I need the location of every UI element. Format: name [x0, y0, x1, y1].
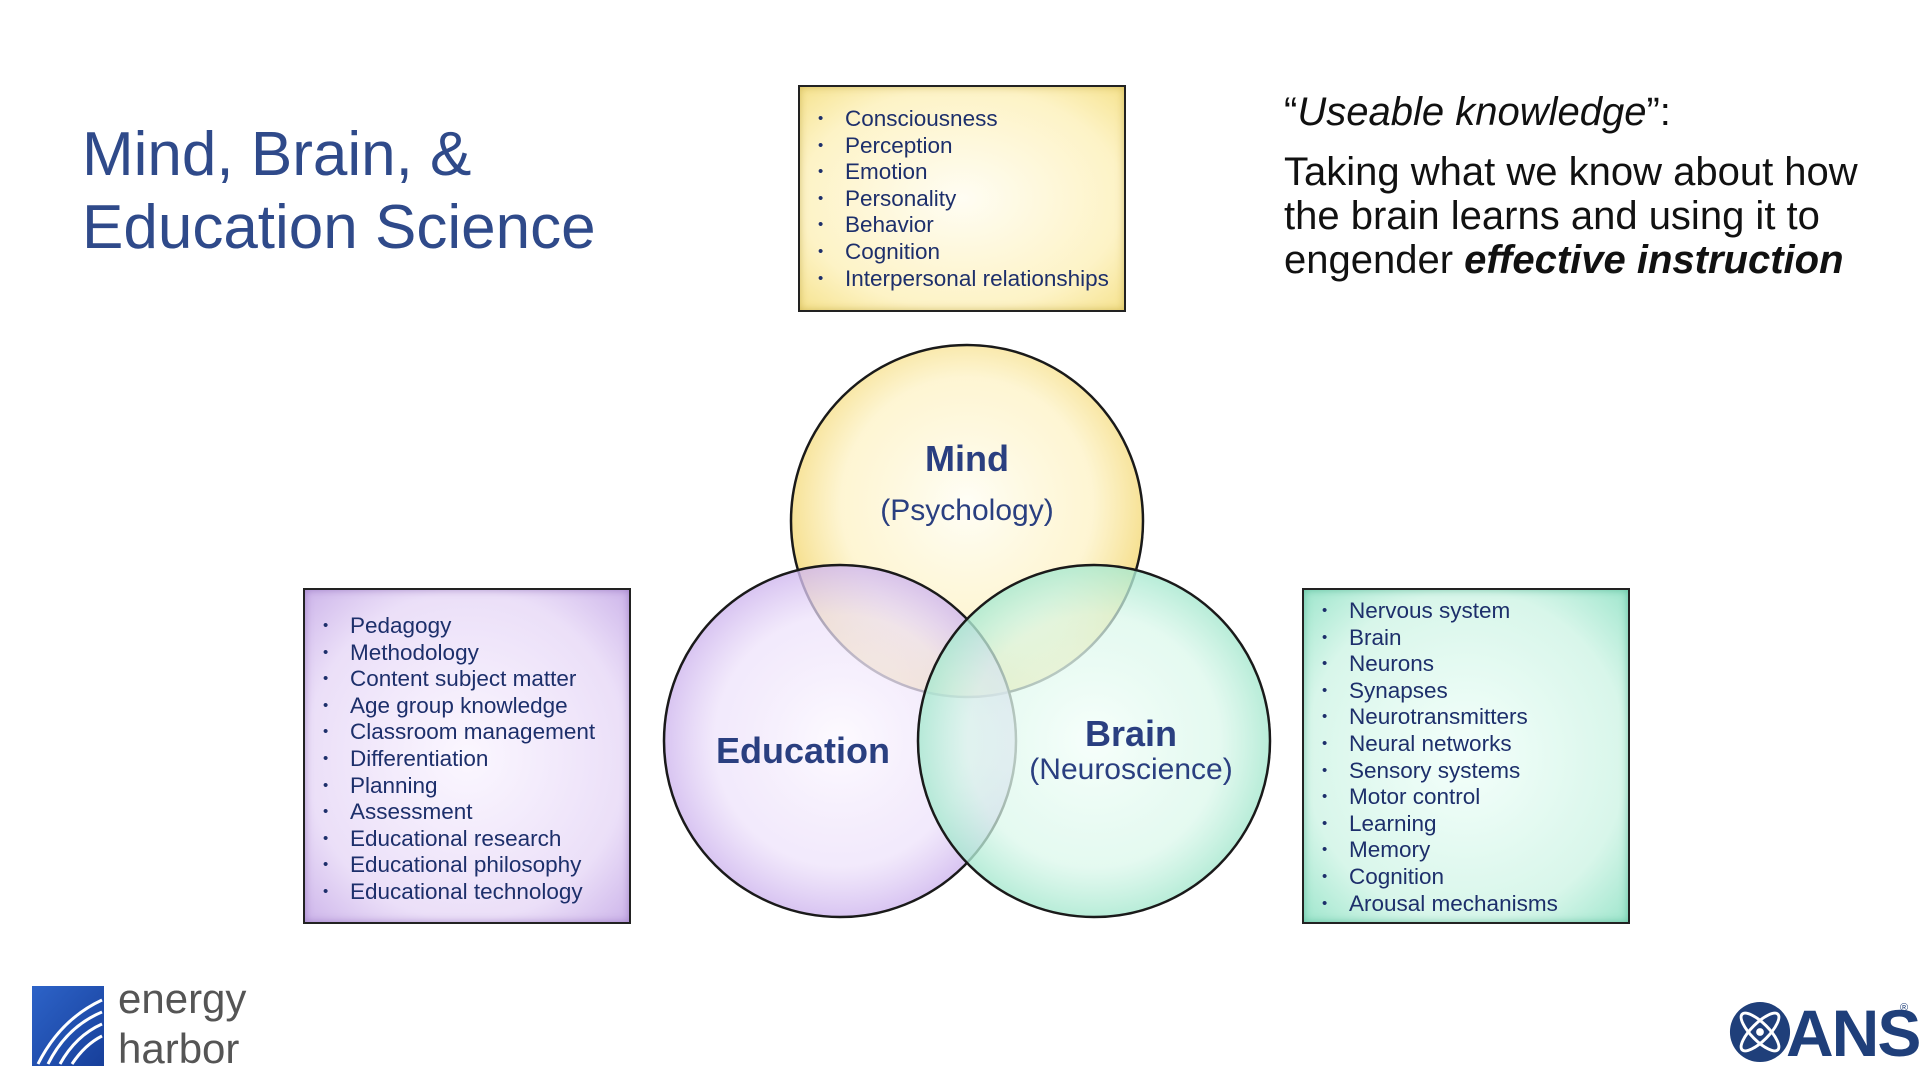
quote-term: Useable knowledge [1297, 90, 1647, 134]
list-item: Neural networks [1304, 731, 1628, 758]
list-item: Synapses [1304, 678, 1628, 705]
mind-topics-box: Consciousness Perception Emotion Persona… [798, 85, 1126, 312]
list-item: Cognition [1304, 864, 1628, 891]
brain-topics-list: Nervous system Brain Neurons Synapses Ne… [1304, 598, 1628, 917]
list-item: Differentiation [305, 746, 629, 773]
energy-harbor-wordmark: energy harbor [118, 974, 246, 1074]
quote-body: Taking what we know about how the brain … [1284, 150, 1884, 282]
quote-emphasis: effective instruction [1464, 238, 1844, 282]
list-item: Neurotransmitters [1304, 704, 1628, 731]
list-item: Behavior [800, 212, 1124, 239]
registered-mark: ® [1900, 1002, 1909, 1014]
list-item: Educational philosophy [305, 852, 629, 879]
list-item: Emotion [800, 159, 1124, 186]
list-item: Personality [800, 186, 1124, 213]
education-topics-list: Pedagogy Methodology Content subject mat… [305, 613, 629, 906]
slide-title: Mind, Brain, & Education Science [82, 118, 596, 264]
title-line-2: Education Science [82, 193, 596, 262]
atom-icon [1729, 1001, 1791, 1063]
quote-heading: “Useable knowledge”: [1284, 88, 1884, 136]
list-item: Interpersonal relationships [800, 266, 1124, 293]
list-item: Motor control [1304, 784, 1628, 811]
mind-label: Mind [925, 438, 1009, 479]
list-item: Pedagogy [305, 613, 629, 640]
list-item: Neurons [1304, 651, 1628, 678]
wordmark-line-2: harbor [118, 1025, 240, 1072]
education-label: Education [715, 730, 891, 771]
list-item: Planning [305, 773, 629, 800]
brain-circle [916, 563, 1272, 919]
list-item: Content subject matter [305, 666, 629, 693]
list-item: Classroom management [305, 719, 629, 746]
title-line-1: Mind, Brain, & [82, 120, 472, 189]
list-item: Arousal mechanisms [1304, 891, 1628, 918]
list-item: Memory [1304, 837, 1628, 864]
brain-topics-box: Nervous system Brain Neurons Synapses Ne… [1302, 588, 1630, 924]
brain-sublabel: (Neuroscience) [1029, 753, 1233, 786]
list-item: Nervous system [1304, 598, 1628, 625]
quote-close-mark: ”: [1646, 90, 1671, 134]
mind-sublabel: (Psychology) [880, 494, 1054, 527]
list-item: Methodology [305, 640, 629, 667]
list-item: Educational technology [305, 879, 629, 906]
quote-body-text: Taking what we know about how the brain … [1284, 150, 1858, 282]
quote-open-mark: “ [1284, 90, 1298, 134]
list-item: Consciousness [800, 106, 1124, 133]
list-item: Age group knowledge [305, 693, 629, 720]
list-item: Educational research [305, 826, 629, 853]
wordmark-line-1: energy [118, 975, 247, 1022]
education-topics-box: Pedagogy Methodology Content subject mat… [303, 588, 631, 924]
list-item: Learning [1304, 811, 1628, 838]
mind-topics-list: Consciousness Perception Emotion Persona… [800, 106, 1124, 292]
ans-logo: ANS ® [1728, 998, 1920, 1068]
list-item: Brain [1304, 625, 1628, 652]
usable-knowledge-quote: “Useable knowledge”: Taking what we know… [1284, 88, 1884, 282]
brain-label: Brain [1084, 713, 1178, 754]
list-item: Assessment [305, 799, 629, 826]
list-item: Cognition [800, 239, 1124, 266]
ans-wordmark: ANS [1786, 996, 1920, 1070]
list-item: Sensory systems [1304, 758, 1628, 785]
energy-harbor-mark-icon [32, 986, 104, 1066]
list-item: Perception [800, 133, 1124, 160]
